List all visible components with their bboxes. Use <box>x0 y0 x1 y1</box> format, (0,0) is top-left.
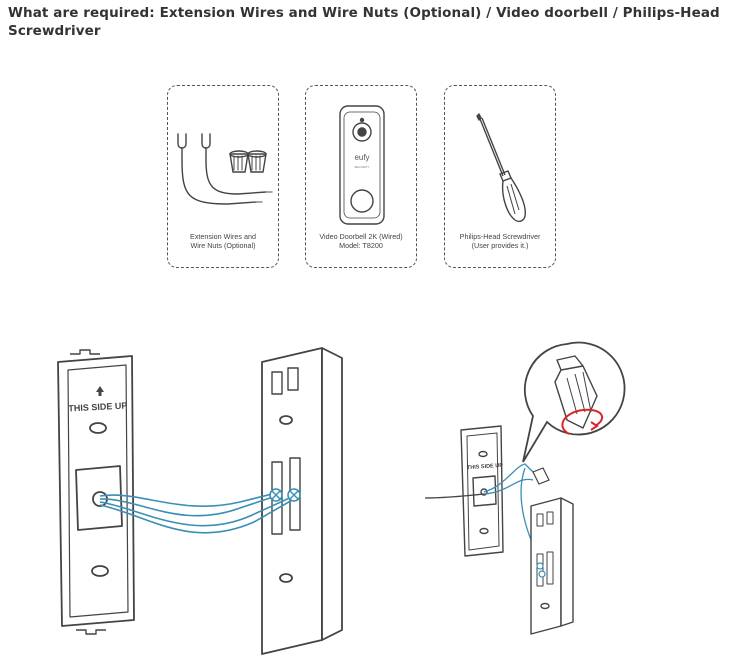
extension-wires-caption: Extension Wires and Wire Nuts (Optional) <box>190 232 256 250</box>
up-arrow-icon <box>96 386 104 396</box>
screwdriver-caption: Philips-Head Screwdriver (User provides … <box>459 232 541 250</box>
video-doorbell-caption: Video Doorbell 2K (Wired) Model: T8200 <box>319 232 403 250</box>
video-doorbell-illustration: eufy SECURITY <box>339 105 385 225</box>
this-side-up-label: THIS SIDE UP <box>68 400 127 413</box>
rotate-arrow-icon <box>561 408 604 435</box>
extension-wires-card: Extension Wires and Wire Nuts (Optional) <box>167 85 279 268</box>
screwdriver-illustration <box>476 113 526 223</box>
bracket-wiring-illustration: THIS SIDE UP <box>57 347 343 655</box>
mounting-bracket <box>57 355 135 627</box>
small-wire-nut <box>532 467 550 485</box>
brand-text: eufy <box>354 153 369 162</box>
small-wall-box <box>530 497 562 635</box>
video-doorbell-card: eufy SECURITY Video Doorbell 2K (Wired) … <box>305 85 417 268</box>
screwdriver-card: Philips-Head Screwdriver (User provides … <box>444 85 556 268</box>
wires <box>99 492 295 534</box>
small-bracket <box>460 425 504 557</box>
small-this-side-up-label: THIS SIDE UP <box>467 463 504 472</box>
extension-wires-illustration <box>177 133 273 205</box>
page-heading: What are required: Extension Wires and W… <box>8 5 720 39</box>
wire-nut-illustration: THIS SIDE UP <box>424 341 626 635</box>
brand-sub-text: SECURITY <box>354 165 369 169</box>
